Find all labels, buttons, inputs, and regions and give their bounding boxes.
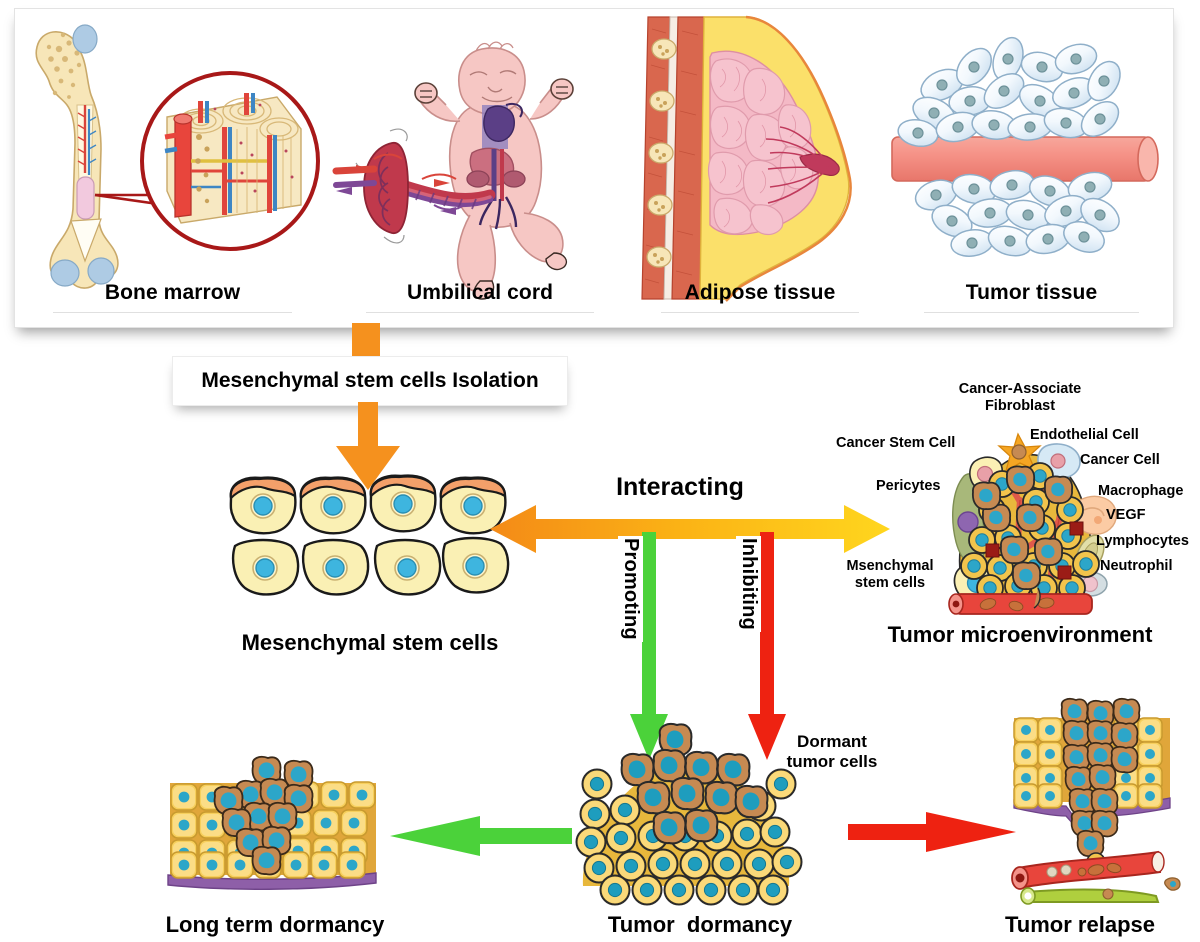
long-term-dormancy-arrow	[390, 812, 572, 860]
isolation-step-box: Mesenchymal stem cells Isolation	[172, 356, 568, 406]
source-label-umbilical-cord: Umbilical cord	[406, 281, 554, 304]
promoting-label: Promoting	[618, 536, 643, 642]
tumor-microenvironment-group	[930, 418, 1126, 618]
tme-label-lymphocytes: Lymphocytes	[1096, 533, 1189, 549]
tme-label-cancer-associate-fibroblast: Cancer-Associate Fibroblast	[958, 381, 1082, 415]
source-label-underline-umbilical-cord	[366, 312, 594, 313]
tumor-dormancy-group	[575, 718, 825, 906]
msc-cells-illustration	[229, 474, 510, 596]
dormant-tumor-cells-annotation: Dormant tumor cells	[786, 732, 878, 772]
promoting-arrow	[630, 532, 670, 760]
source-label-underline-bone-marrow	[52, 312, 293, 313]
source-cell-bone-marrow: Bone marrow	[15, 9, 330, 327]
tme-label-pericytes: Pericytes	[876, 478, 941, 494]
tme-label-cancer-cell: Cancer Cell	[1080, 452, 1160, 468]
source-cell-adipose-tissue: Adipose tissue	[630, 9, 890, 327]
tumor-microenvironment-caption: Tumor microenvironment	[887, 622, 1153, 647]
panel-to-isolation-connector	[352, 323, 380, 361]
source-label-underline-adipose-tissue	[661, 312, 859, 313]
long-term-dormancy-caption: Long term dormancy	[165, 912, 385, 937]
source-label-adipose-tissue: Adipose tissue	[684, 281, 836, 304]
source-label-bone-marrow: Bone marrow	[104, 281, 241, 304]
tumor-tissue-illustration	[891, 36, 1159, 257]
source-label-tumor-tissue: Tumor tissue	[965, 281, 1098, 304]
tumor-dormancy-illustration	[575, 723, 803, 906]
breast-adipose-illustration	[641, 15, 852, 302]
tumor-relapse-illustration	[1011, 697, 1181, 905]
isolation-to-msc-arrow	[332, 402, 404, 490]
interacting-double-arrow	[490, 500, 890, 560]
tme-label-neutrophil: Neutrophil	[1100, 558, 1173, 574]
tme-label-mesenchymal-stem-cells: Msenchymal stem cells	[846, 558, 934, 592]
tumor-microenvironment-illustration	[948, 432, 1117, 615]
tme-label-endothelial-cell: Endothelial Cell	[1030, 427, 1139, 443]
source-cell-tumor-tissue: Tumor tissue	[890, 9, 1173, 327]
tme-label-macrophage: Macrophage	[1098, 483, 1184, 499]
interacting-label: Interacting	[616, 473, 744, 501]
long-term-dormancy-illustration	[167, 755, 377, 890]
tme-label-cancer-stem-cell: Cancer Stem Cell	[836, 435, 956, 451]
source-tissues-panel: Bone marrow	[14, 8, 1174, 328]
mesenchymal-stem-cells-group	[225, 470, 515, 610]
source-label-underline-tumor-tissue	[923, 312, 1140, 313]
source-cell-umbilical-cord: Umbilical cord	[330, 9, 630, 327]
umbilical-cord-illustration	[332, 41, 574, 300]
long-term-dormancy-group	[158, 755, 386, 903]
tumor-dormancy-caption: Tumor dormancy	[607, 912, 793, 937]
mesenchymal-stem-cells-caption: Mesenchymal stem cells	[241, 630, 499, 655]
tumor-relapse-arrow	[848, 808, 1016, 856]
tme-label-vegf: VEGF	[1106, 507, 1146, 523]
bone-marrow-illustration	[35, 24, 320, 289]
tumor-relapse-group	[980, 697, 1192, 905]
isolation-step-label: Mesenchymal stem cells Isolation	[201, 369, 539, 392]
tumor-relapse-caption: Tumor relapse	[1005, 912, 1155, 937]
inhibiting-label: Inhibiting	[736, 536, 761, 632]
inhibiting-arrow	[748, 532, 788, 760]
